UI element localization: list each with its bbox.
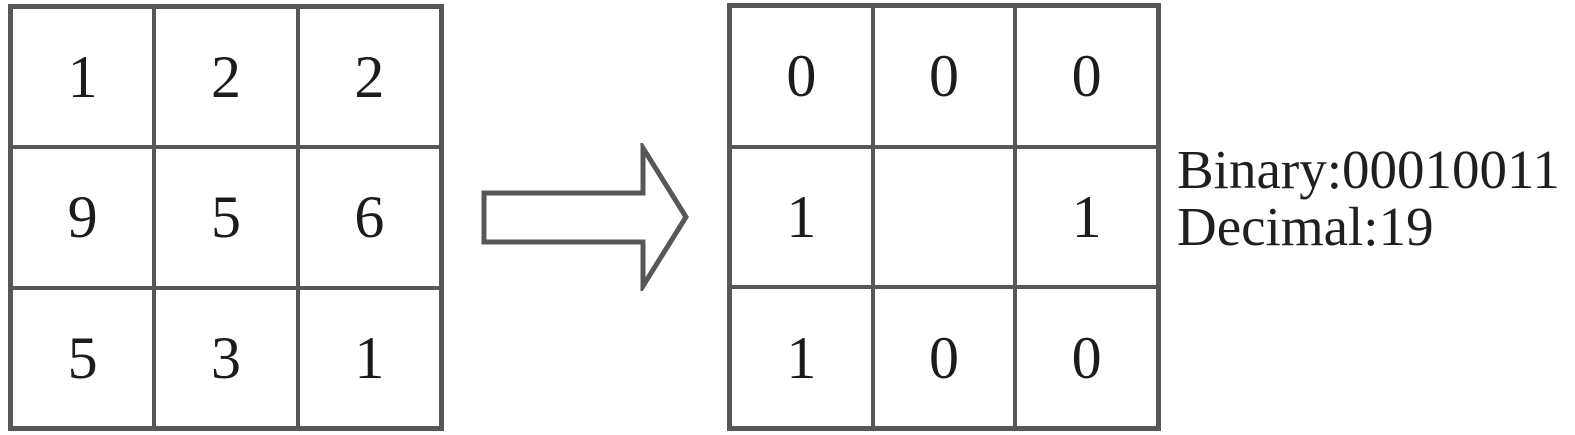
result-annotation: Binary:00010011 Decimal:19 <box>1177 139 1560 258</box>
arrow-right-icon <box>481 139 691 295</box>
binary-threshold-grid: 0 0 0 1 1 1 0 0 <box>727 3 1161 431</box>
decimal-value-label: Decimal:19 <box>1177 196 1434 258</box>
grid-cell: 0 <box>1017 8 1156 145</box>
grid-cell: 0 <box>1017 289 1156 426</box>
grid-cell-center: 5 <box>156 149 296 286</box>
grid-cell: 6 <box>299 149 439 286</box>
grid-cell: 0 <box>874 289 1014 426</box>
grid-cell: 5 <box>13 289 153 426</box>
grid-cell: 1 <box>1017 148 1156 286</box>
grid-cell: 1 <box>732 148 871 286</box>
grid-cell-center-empty <box>874 148 1014 286</box>
grid-cell: 2 <box>299 9 439 146</box>
grid-cell: 3 <box>156 289 296 426</box>
binary-value-label: Binary:00010011 <box>1177 139 1560 200</box>
grid-cell: 2 <box>156 9 296 146</box>
grid-cell: 1 <box>732 289 871 426</box>
grid-cell: 9 <box>13 149 153 286</box>
grid-cell: 1 <box>299 289 439 426</box>
grid-cell: 0 <box>732 8 871 145</box>
grid-cell: 0 <box>874 8 1014 145</box>
grid-cell: 1 <box>13 9 153 146</box>
source-pixel-grid: 1 2 2 9 5 6 5 3 1 <box>8 4 444 431</box>
